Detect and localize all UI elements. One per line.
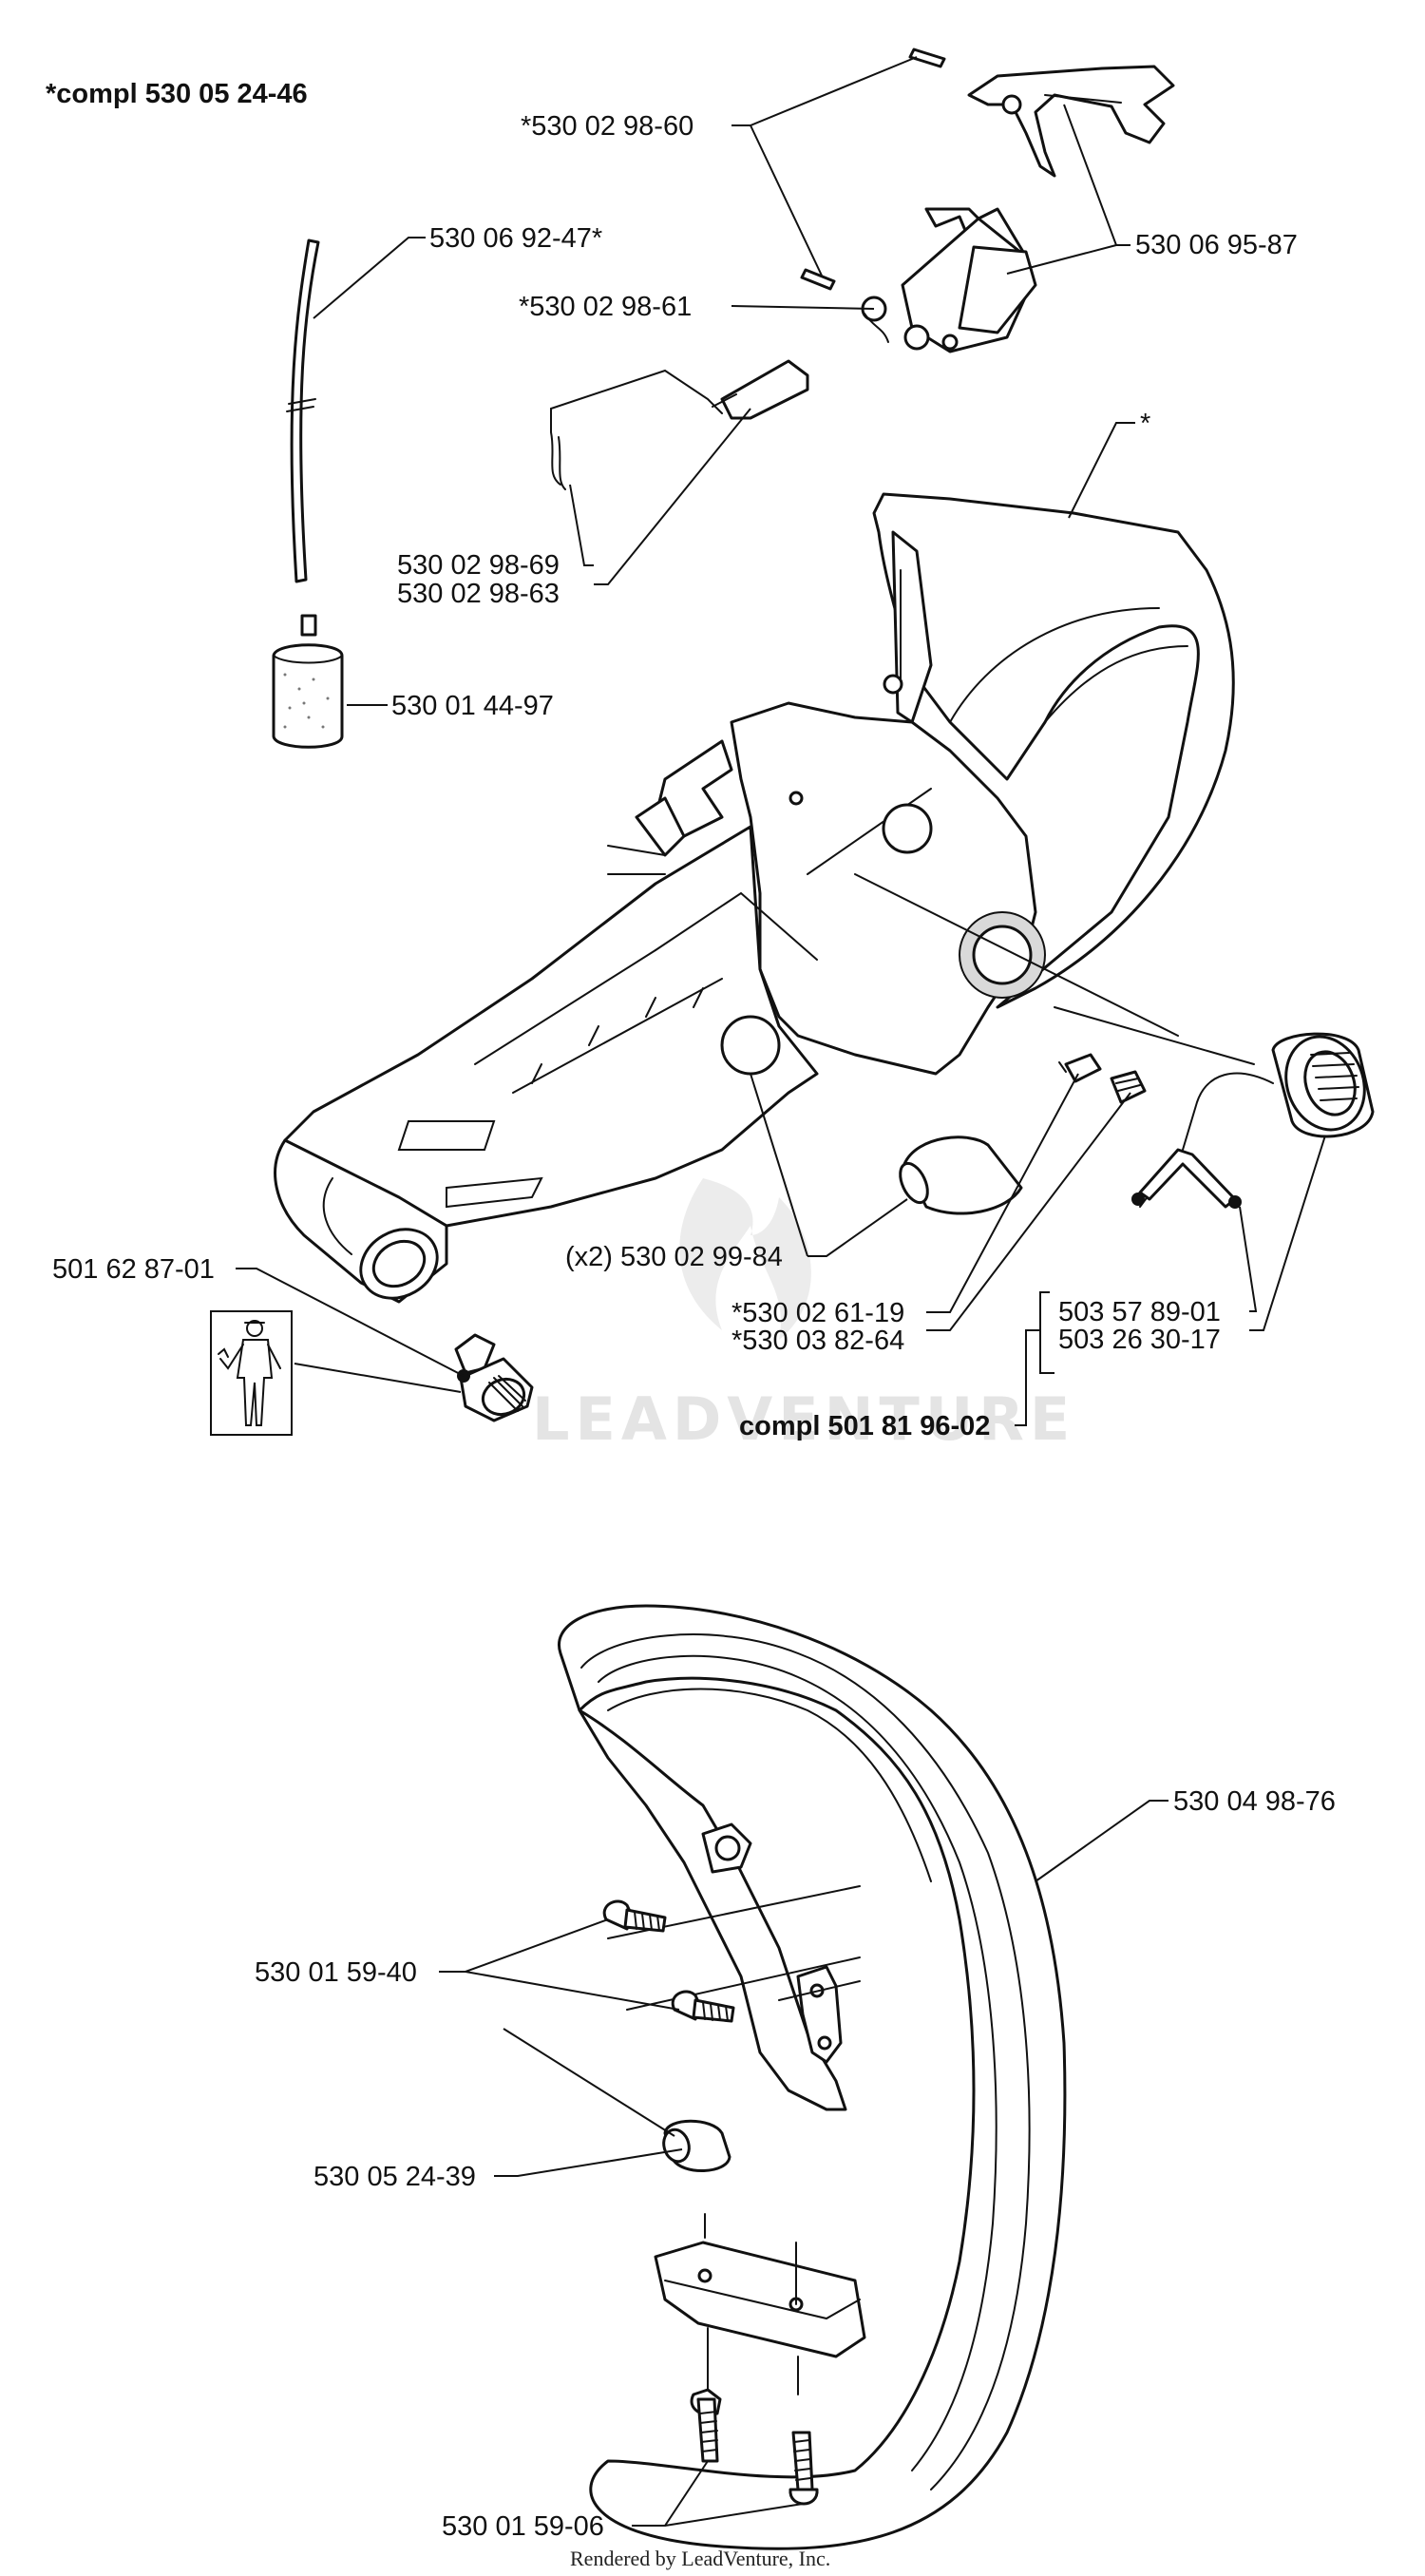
watermark-text: LEADVENTURE [532, 1384, 1075, 1454]
spring-part [861, 296, 889, 343]
mechanic-icon [210, 1310, 293, 1436]
label-compl-bottom[interactable]: compl 501 81 96-02 [739, 1411, 990, 1441]
screw-c-part [690, 2388, 722, 2463]
watermark: LEADVENTURE [532, 1178, 1075, 1454]
label-530-01-59-40[interactable]: 530 01 59-40 [255, 1957, 417, 1988]
label-503-26-30-17[interactable]: 503 26 30-17 [1058, 1325, 1221, 1355]
screw-a-part [602, 1899, 667, 1933]
label-asterisk: * [1140, 409, 1150, 439]
pin-upper-part [908, 48, 946, 68]
label-530-06-95-87[interactable]: 530 06 95-87 [1135, 230, 1298, 260]
label-x2-530-02-99-84[interactable]: (x2) 530 02 99-84 [565, 1242, 783, 1272]
label-501-62-87-01[interactable]: 501 62 87-01 [52, 1254, 215, 1285]
label-530-05-24-39[interactable]: 530 05 24-39 [314, 2162, 476, 2192]
label-530-03-82-64[interactable]: *530 03 82-64 [732, 1326, 904, 1356]
label-530-02-98-60[interactable]: *530 02 98-60 [521, 111, 694, 142]
screw-d-part [788, 2431, 819, 2506]
part-labels: *compl 530 05 24-46 *530 02 98-60 530 06… [46, 79, 1336, 2542]
label-530-02-98-61[interactable]: *530 02 98-61 [519, 292, 692, 322]
label-530-06-92-47[interactable]: 530 06 92-47* [429, 223, 602, 254]
screw-b-part [671, 1990, 735, 2023]
label-530-01-59-06[interactable]: 530 01 59-06 [442, 2511, 604, 2542]
nut-small-part [1110, 1070, 1147, 1104]
label-530-02-98-69[interactable]: 530 02 98-69 [397, 550, 560, 581]
rear-handle-housing-part [274, 492, 1255, 1304]
air-filter-nut-part [454, 1333, 534, 1422]
screw-small-part [1058, 1053, 1102, 1083]
fuel-hose-part [286, 239, 320, 583]
throttle-rod-part [550, 359, 809, 490]
front-handle-part [558, 1604, 1067, 2550]
label-530-02-61-19[interactable]: *530 02 61-19 [732, 1298, 904, 1328]
pin-lower-part [800, 268, 836, 291]
rubber-buffer-part [899, 1135, 1023, 1215]
footer-credit: Rendered by LeadVenture, Inc. [570, 2547, 830, 2570]
leader-lines [236, 56, 1326, 2527]
label-530-04-98-76[interactable]: 530 04 98-76 [1173, 1786, 1336, 1817]
label-compl-top[interactable]: *compl 530 05 24-46 [46, 79, 308, 109]
fuel-filter-part [272, 614, 344, 749]
throttle-lockout-part [901, 207, 1037, 353]
label-503-57-89-01[interactable]: 503 57 89-01 [1058, 1297, 1221, 1327]
label-530-01-44-97[interactable]: 530 01 44-97 [391, 691, 554, 721]
fuel-cap-part [1131, 1032, 1375, 1209]
trigger-lever-part [967, 65, 1175, 178]
spacer-part [662, 2119, 732, 2172]
label-530-02-98-63[interactable]: 530 02 98-63 [397, 579, 560, 609]
